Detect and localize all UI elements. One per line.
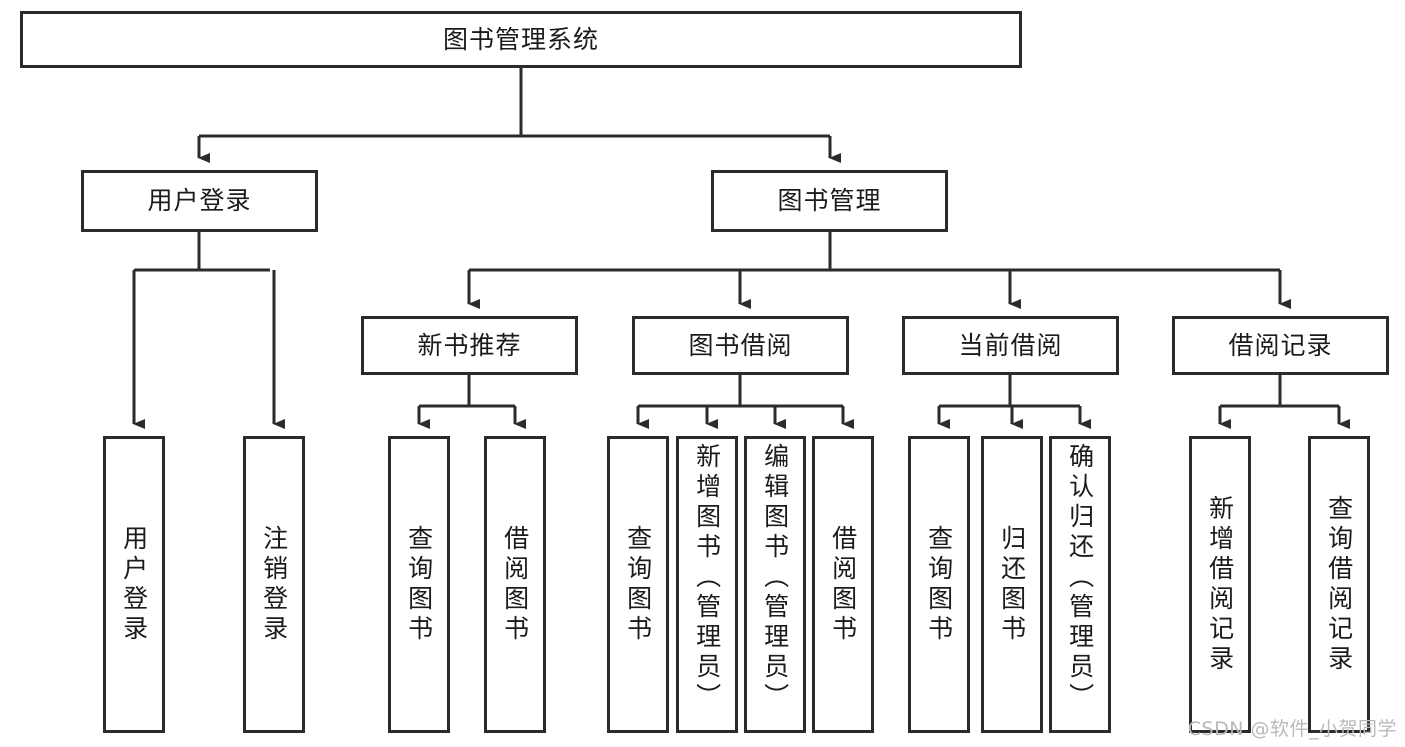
leaf-query-borrow-record[interactable]: 查询借阅记录 (1308, 436, 1370, 733)
node-current-borrow-label: 当前借阅 (958, 330, 1063, 360)
node-new-book-recommend[interactable]: 新书推荐 (361, 316, 578, 375)
leaf-query-book-nb[interactable]: 查询图书 (388, 436, 450, 733)
node-book-management[interactable]: 图书管理 (711, 170, 948, 232)
leaf-edit-book-admin[interactable]: 编辑图书（管理员） (744, 436, 806, 733)
leaf-query-book-cu-label: 查询图书 (924, 524, 954, 645)
leaf-logout-label: 注销登录 (259, 524, 289, 645)
leaf-borrow-book-nb-label: 借阅图书 (500, 524, 530, 645)
node-borrow-record[interactable]: 借阅记录 (1172, 316, 1389, 375)
leaf-borrow-book-bo[interactable]: 借阅图书 (812, 436, 874, 733)
leaf-add-borrow-record-label: 新增借阅记录 (1205, 494, 1235, 675)
leaf-add-borrow-record[interactable]: 新增借阅记录 (1189, 436, 1251, 733)
leaf-confirm-return-admin-label: 确认归还（管理员） (1065, 443, 1095, 713)
node-user-login[interactable]: 用户登录 (81, 170, 318, 232)
leaf-borrow-book-bo-label: 借阅图书 (828, 524, 858, 645)
leaf-query-book-cu[interactable]: 查询图书 (908, 436, 970, 733)
leaf-return-book[interactable]: 归还图书 (981, 436, 1043, 733)
node-user-login-label: 用户登录 (147, 186, 252, 216)
leaf-query-book-bo[interactable]: 查询图书 (607, 436, 669, 733)
node-book-management-label: 图书管理 (777, 186, 882, 216)
node-book-borrow-label: 图书借阅 (688, 330, 793, 360)
leaf-borrow-book-nb[interactable]: 借阅图书 (484, 436, 546, 733)
node-root[interactable]: 图书管理系统 (20, 11, 1022, 68)
leaf-add-book-admin[interactable]: 新增图书（管理员） (676, 436, 738, 733)
leaf-confirm-return-admin[interactable]: 确认归还（管理员） (1049, 436, 1111, 733)
leaf-add-book-admin-label: 新增图书（管理员） (692, 443, 722, 713)
node-borrow-record-label: 借阅记录 (1228, 330, 1333, 360)
leaf-user-login-label: 用户登录 (119, 524, 149, 645)
node-root-label: 图书管理系统 (442, 24, 599, 54)
node-current-borrow[interactable]: 当前借阅 (902, 316, 1119, 375)
node-new-book-recommend-label: 新书推荐 (417, 330, 522, 360)
leaf-edit-book-admin-label: 编辑图书（管理员） (760, 443, 790, 713)
leaf-query-book-bo-label: 查询图书 (623, 524, 653, 645)
leaf-return-book-label: 归还图书 (997, 524, 1027, 645)
leaf-query-book-nb-label: 查询图书 (404, 524, 434, 645)
leaf-query-borrow-record-label: 查询借阅记录 (1324, 494, 1354, 675)
leaf-logout[interactable]: 注销登录 (243, 436, 305, 733)
csdn-watermark: CSDN @软件_小贺同学 (1187, 718, 1397, 740)
leaf-user-login[interactable]: 用户登录 (103, 436, 165, 733)
node-book-borrow[interactable]: 图书借阅 (632, 316, 849, 375)
